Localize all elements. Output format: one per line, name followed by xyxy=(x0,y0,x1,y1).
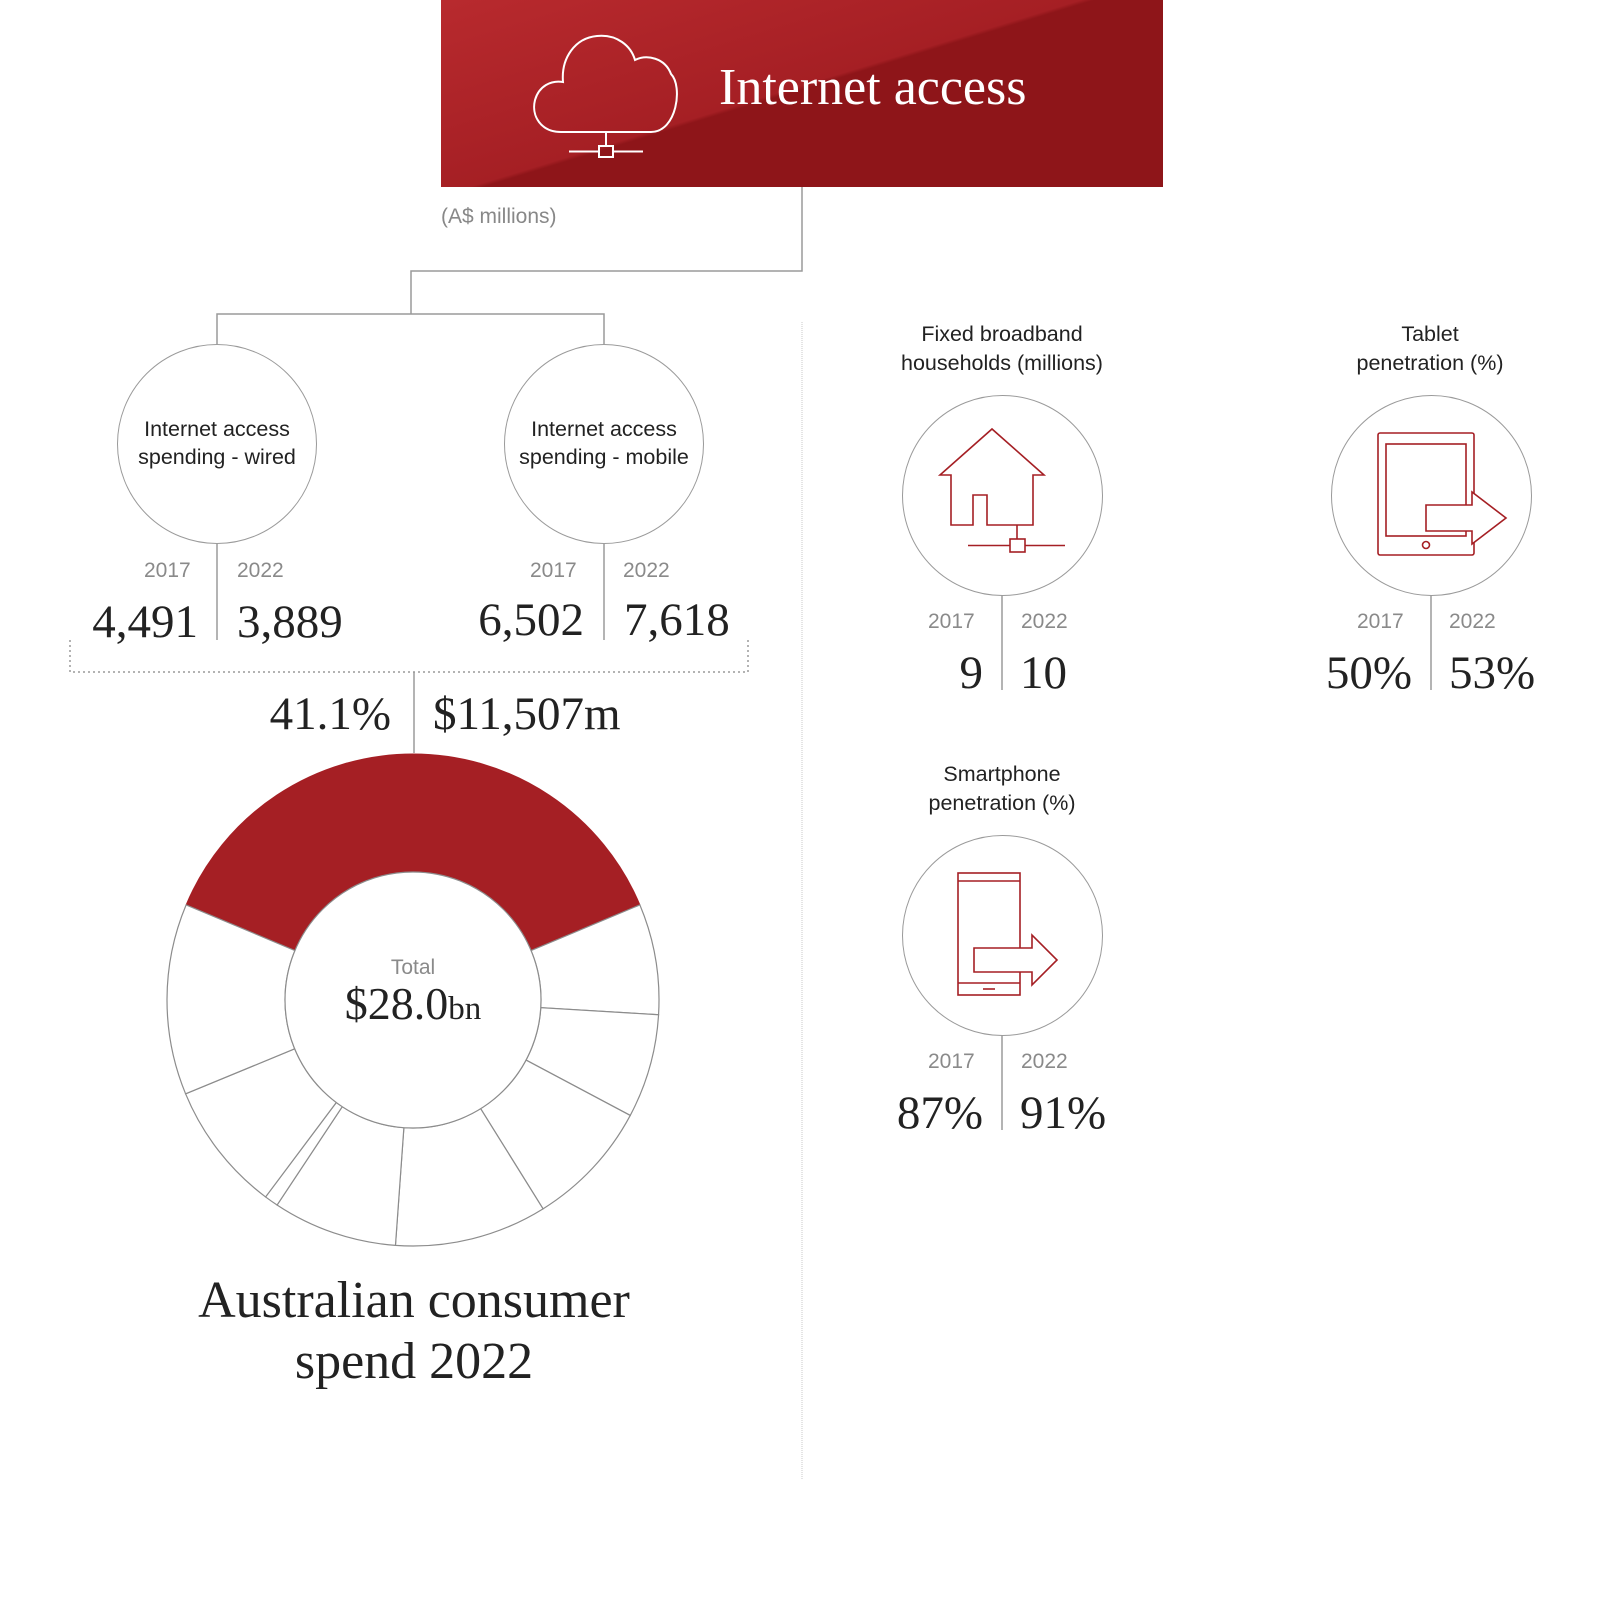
donut-center-amount: $28.0 xyxy=(345,978,449,1029)
wired-value-2017: 4,491 xyxy=(92,596,198,648)
wired-label-1: Internet access xyxy=(144,417,290,441)
tablet-year-2017: 2017 xyxy=(1357,610,1404,633)
mobile-year-2017: 2017 xyxy=(530,559,577,582)
broadband-title-1: Fixed broadband xyxy=(921,322,1083,346)
wired-value-2022: 3,889 xyxy=(237,596,343,648)
tablet-arrow-icon xyxy=(1377,432,1508,556)
donut-caption-line1: Australian consumer xyxy=(198,1272,630,1329)
tablet-title-1: Tablet xyxy=(1401,322,1459,346)
house-network-icon xyxy=(937,427,1065,553)
smartphone-value-2022: 91% xyxy=(1020,1087,1107,1139)
smartphone-title-1: Smartphone xyxy=(943,762,1061,786)
donut-chart: Total $28.0bn xyxy=(166,753,660,1247)
broadband-year-2017: 2017 xyxy=(928,610,975,633)
wired-year-2017: 2017 xyxy=(144,559,191,582)
smartphone-circle xyxy=(902,835,1103,1036)
broadband-title-2: households (millions) xyxy=(901,351,1103,375)
smartphone-year-2017: 2017 xyxy=(928,1050,975,1073)
smartphone-title: Smartphone penetration (%) xyxy=(852,760,1152,818)
donut-caption: Australian consumer spend 2022 xyxy=(114,1270,714,1392)
wired-year-2022: 2022 xyxy=(237,559,284,582)
mobile-label-1: Internet access xyxy=(531,417,677,441)
tablet-year-2022: 2022 xyxy=(1449,610,1496,633)
donut-center-label: Total xyxy=(391,956,435,979)
wired-label-2: spending - wired xyxy=(138,445,296,469)
cloud-network-icon xyxy=(533,34,678,158)
donut-caption-line2: spend 2022 xyxy=(294,1333,534,1390)
donut-slices xyxy=(166,753,660,1247)
broadband-year-2022: 2022 xyxy=(1021,610,1068,633)
donut-center-value: $28.0bn xyxy=(345,978,482,1029)
mobile-spending-circle: Internet access spending - mobile xyxy=(504,344,704,544)
internet-share-value: 41.1% xyxy=(269,688,391,740)
smartphone-value-2017: 87% xyxy=(896,1087,983,1139)
page-title: Internet access xyxy=(719,59,1027,116)
broadband-circle xyxy=(902,395,1103,596)
mobile-value-2017: 6,502 xyxy=(478,594,584,646)
mobile-year-2022: 2022 xyxy=(623,559,670,582)
smartphone-arrow-icon xyxy=(957,872,1059,996)
wired-spending-circle: Internet access spending - wired xyxy=(117,344,317,544)
tablet-value-2022: 53% xyxy=(1449,647,1536,699)
donut-center-unit: bn xyxy=(448,991,481,1027)
smartphone-title-2: penetration (%) xyxy=(928,791,1076,815)
unit-label: (A$ millions) xyxy=(441,205,557,228)
internet-total-value: $11,507m xyxy=(433,688,621,740)
broadband-value-2022: 10 xyxy=(1020,647,1067,699)
mobile-label-2: spending - mobile xyxy=(519,445,689,469)
smartphone-year-2022: 2022 xyxy=(1021,1050,1068,1073)
broadband-value-2017: 9 xyxy=(959,647,984,699)
header-banner: Internet access xyxy=(441,0,1163,187)
tablet-title: Tablet penetration (%) xyxy=(1280,320,1580,378)
tablet-title-2: penetration (%) xyxy=(1356,351,1504,375)
tablet-circle xyxy=(1331,395,1532,596)
tablet-value-2017: 50% xyxy=(1325,647,1412,699)
broadband-title: Fixed broadband households (millions) xyxy=(852,320,1152,378)
donut-hole xyxy=(284,871,542,1129)
mobile-value-2022: 7,618 xyxy=(624,594,730,646)
